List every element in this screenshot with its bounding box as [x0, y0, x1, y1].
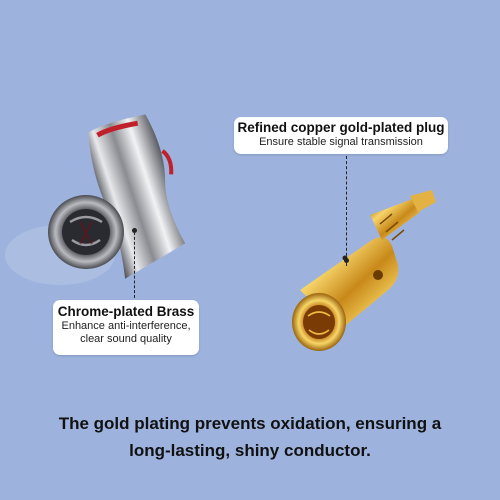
- gold-plug-title: Refined copper gold-plated plug: [237, 120, 445, 135]
- caption-line-2: long-lasting, shiny conductor.: [129, 441, 371, 460]
- chrome-pointer-line: [134, 232, 135, 298]
- chrome-subtitle-line-1: Enhance anti-interference,: [61, 320, 191, 332]
- caption-line-1: The gold plating prevents oxidation, ens…: [58, 414, 442, 433]
- chrome-callout: Chrome-plated Brass Enhance anti-interfe…: [53, 300, 199, 355]
- gold-plug-pointer-dot: [344, 258, 349, 263]
- chrome-pointer-dot: [132, 228, 137, 233]
- gold-plug-pointer-line: [346, 156, 347, 266]
- gold-plug-callout: Refined copper gold-plated plug Ensure s…: [234, 117, 448, 154]
- chrome-title: Chrome-plated Brass: [57, 304, 195, 319]
- gold-plug-subtitle: Ensure stable signal transmission: [259, 136, 423, 148]
- chrome-subtitle-line-2: clear sound quality: [80, 333, 172, 345]
- chrome-barrel: [88, 114, 186, 279]
- bottom-caption: The gold plating prevents oxidation, ens…: [20, 410, 480, 464]
